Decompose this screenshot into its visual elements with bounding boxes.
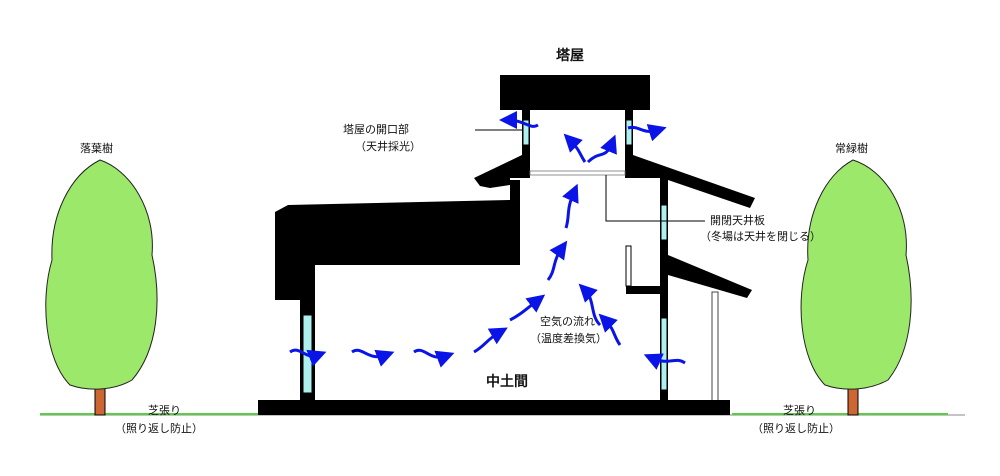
evergreen-tree bbox=[800, 159, 912, 416]
deciduous-tree-label: 落葉樹 bbox=[80, 142, 113, 155]
evergreen-tree-label: 常緑樹 bbox=[835, 142, 868, 155]
arrow-icon bbox=[473, 327, 508, 354]
arrow-icon bbox=[578, 283, 602, 327]
house bbox=[258, 75, 755, 415]
arrow-icon bbox=[627, 124, 667, 142]
arrow-icon bbox=[562, 183, 579, 229]
ceiling-board-leader bbox=[605, 175, 705, 222]
deciduous-tree bbox=[45, 159, 158, 416]
arrow-icon bbox=[413, 348, 455, 368]
arrow-icon bbox=[586, 134, 617, 164]
airflow-label: 空気の流れ bbox=[540, 315, 595, 328]
ceiling-board-note: （冬場は天井を閉じる） bbox=[700, 230, 821, 243]
arrow-icon bbox=[546, 240, 568, 281]
tower-label: 塔屋 bbox=[556, 48, 584, 64]
arrow-icon bbox=[351, 348, 395, 367]
lawn-right-label: 芝張り bbox=[783, 404, 816, 417]
airflow-note: （温度差換気） bbox=[530, 332, 607, 345]
tower-opening-note: （天井採光） bbox=[355, 140, 421, 153]
arrow-icon bbox=[643, 353, 686, 370]
earth-floor-label: 中土間 bbox=[486, 374, 528, 390]
lawn-left-note: （照り返し防止） bbox=[115, 422, 203, 435]
lawn-left-label: 芝張り bbox=[148, 404, 181, 417]
airflow-arrows bbox=[289, 111, 686, 370]
arrow-icon bbox=[598, 313, 622, 346]
arrow-icon bbox=[499, 111, 539, 130]
lawn-right-note: （照り返し防止） bbox=[752, 422, 840, 435]
ceiling-board-label: 開閉天井板 bbox=[710, 214, 765, 227]
arrow-icon bbox=[289, 348, 327, 367]
arrow-icon bbox=[509, 294, 546, 322]
tower-opening-label: 塔屋の開口部 bbox=[343, 123, 409, 136]
arrow-icon bbox=[563, 133, 587, 163]
